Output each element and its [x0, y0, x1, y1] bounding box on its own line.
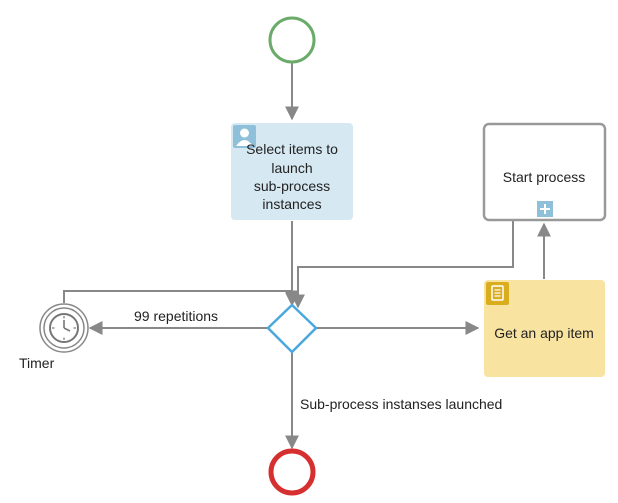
- user-task[interactable]: Select items to launch sub-process insta…: [231, 123, 353, 220]
- user-icon: [233, 125, 256, 148]
- end-event[interactable]: [268, 448, 316, 496]
- user-task-label-line-2: launch: [271, 160, 312, 176]
- clock-icon: [49, 313, 79, 343]
- script-task[interactable]: Get an app item: [484, 280, 605, 377]
- start-event[interactable]: [268, 16, 316, 64]
- user-task-label-line-4: instances: [262, 196, 321, 212]
- subprocess-label: Start process: [503, 169, 585, 185]
- launched-label: Sub-process instanses launched: [300, 396, 502, 412]
- document-icon: [486, 282, 509, 305]
- subprocess[interactable]: Start process: [482, 122, 607, 222]
- plus-icon[interactable]: [537, 201, 553, 217]
- timer-event[interactable]: [39, 303, 89, 353]
- timer-label: Timer: [19, 355, 55, 371]
- user-task-label-line-1: Select items to: [246, 141, 338, 157]
- flow-timer-to-gateway[interactable]: [63, 290, 299, 307]
- repetitions-label: 99 repetitions: [134, 308, 218, 324]
- flow-subprocess-to-gateway[interactable]: [291, 221, 514, 309]
- user-task-label-line-3: sub-process: [254, 178, 330, 194]
- sequence-flows: [63, 63, 551, 450]
- script-task-label: Get an app item: [494, 325, 594, 341]
- exclusive-gateway[interactable]: [266, 303, 318, 354]
